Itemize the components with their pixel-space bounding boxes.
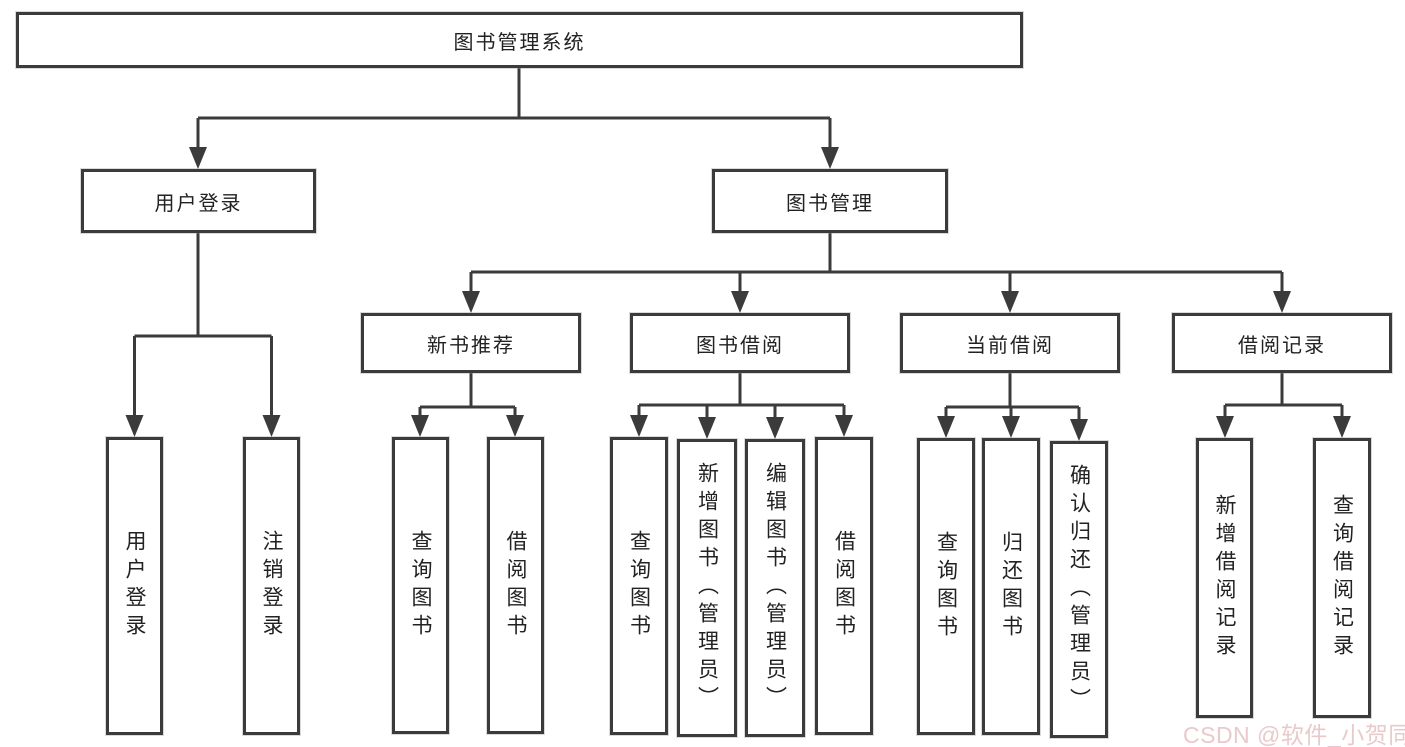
leaf-query-borrow-record: 查询借阅记录 (1313, 438, 1371, 718)
leaf-edit-books-admin: 编辑图书（管理员） (745, 439, 805, 737)
arrow-down-icon (262, 415, 281, 437)
arrow-down-icon (821, 147, 839, 169)
leaf-confirm-return-admin: 确认归还（管理员） (1050, 441, 1108, 738)
node-borrowing-records: 借阅记录 (1172, 313, 1392, 373)
arrow-down-icon (1002, 416, 1020, 438)
connector-new-book-recommend (418, 373, 517, 424)
arrow-down-icon (411, 415, 429, 437)
arrow-down-icon (835, 415, 853, 437)
leaf-query-books-borrowing: 查询图书 (610, 437, 668, 735)
leaf-return-books: 归还图书 (982, 438, 1040, 735)
connector-book-management (469, 233, 1284, 298)
connector-user-login (133, 233, 273, 422)
leaf-logout-login: 注销登录 (243, 437, 300, 735)
leaf-borrow-books-recommend: 借阅图书 (487, 437, 544, 734)
connector-book-borrowing (637, 373, 846, 424)
arrow-down-icon (125, 415, 144, 437)
node-user-login: 用户登录 (81, 169, 316, 233)
arrow-down-icon (1333, 416, 1351, 438)
arrow-down-icon (731, 291, 749, 313)
leaf-add-books-admin: 新增图书（管理员） (677, 439, 737, 737)
arrow-down-icon (462, 291, 480, 313)
arrow-down-icon (630, 415, 648, 437)
node-current-borrowing: 当前借阅 (900, 313, 1120, 373)
arrow-down-icon (1216, 416, 1234, 438)
arrow-down-icon (1273, 291, 1291, 313)
arrow-down-icon (189, 147, 207, 169)
arrow-down-icon (1001, 291, 1019, 313)
node-root: 图书管理系统 (16, 12, 1023, 68)
leaf-borrow-books-borrowing: 借阅图书 (815, 437, 873, 735)
arrow-down-icon (698, 417, 716, 439)
csdn-watermark: CSDN @软件_小贺同学 (1183, 722, 1405, 747)
arrow-down-icon (937, 416, 955, 438)
arrow-down-icon (766, 417, 784, 439)
connector-borrowing-records (1223, 373, 1344, 424)
leaf-query-books-current: 查询图书 (917, 438, 975, 735)
arrow-down-icon (1070, 419, 1088, 441)
node-book-management: 图书管理 (712, 169, 948, 233)
node-book-borrowing: 图书借阅 (630, 313, 850, 373)
leaf-user-login: 用户登录 (106, 437, 163, 735)
leaf-query-books-recommend: 查询图书 (392, 437, 449, 734)
leaf-add-borrow-record: 新增借阅记录 (1196, 438, 1253, 718)
arrow-down-icon (506, 415, 524, 437)
node-new-book-recommend: 新书推荐 (361, 313, 581, 373)
connector-root (196, 68, 832, 152)
